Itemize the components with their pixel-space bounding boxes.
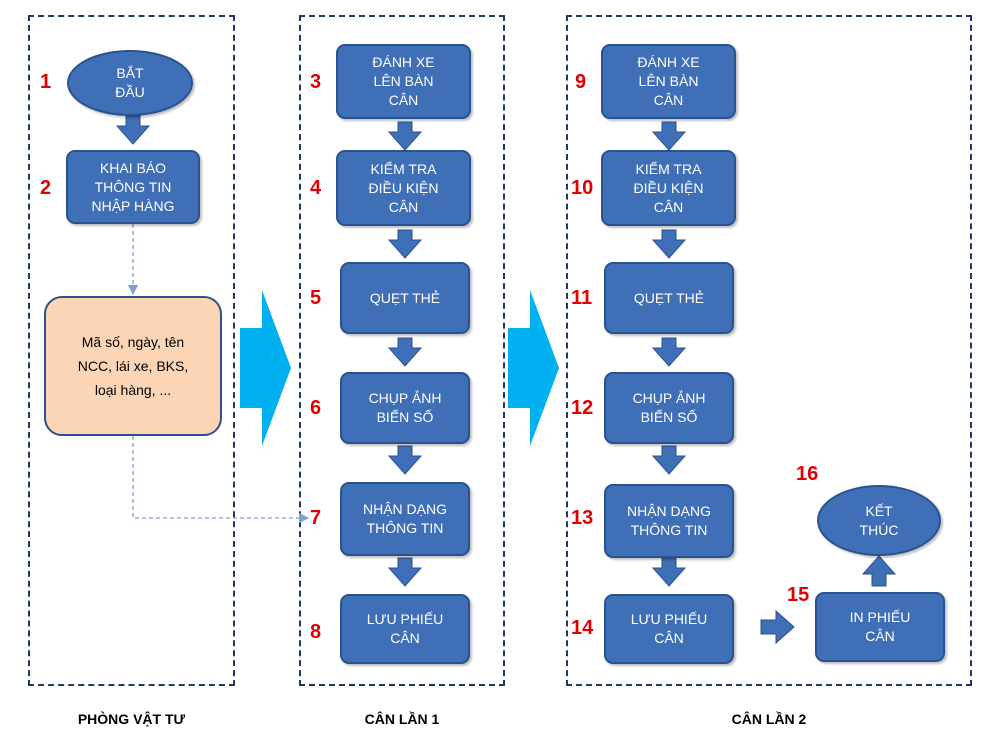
step-number-10: 10 <box>571 177 594 199</box>
import-info-note: Mã số, ngày, tên NCC, lái xe, BKS, loại … <box>44 296 222 436</box>
lane-can-lan-1 <box>299 15 505 686</box>
step-number-11: 11 <box>571 287 593 309</box>
big-arrow-lane2-to-lane3 <box>508 290 559 446</box>
step-number-7: 7 <box>310 507 322 529</box>
step-8-save-ticket: LƯU PHIẾU CÂN <box>340 594 470 664</box>
step-number-13: 13 <box>571 507 594 529</box>
step-4-check-conditions: KIỂM TRA ĐIỀU KIỆN CÂN <box>336 150 471 226</box>
right-arrow-14-to-15 <box>760 609 795 645</box>
step-number-1: 1 <box>40 71 52 93</box>
step-12-capture-plate: CHỤP ẢNH BIỂN SỐ <box>604 372 734 444</box>
step-7-recognize-info: NHẬN DẠNG THÔNG TIN <box>340 482 470 556</box>
step-14-save-ticket: LƯU PHIẾU CÂN <box>604 594 734 664</box>
down-arrow-10-to-11 <box>651 229 687 259</box>
step-number-8: 8 <box>310 621 322 643</box>
big-arrow-lane1-to-lane2 <box>240 290 291 446</box>
start-node: BẮT ĐẦU <box>67 50 193 116</box>
down-arrow-6-to-7 <box>387 445 423 475</box>
step-9-drive-onto-scale: ĐÁNH XE LÊN BÀN CÂN <box>601 44 736 119</box>
down-arrow-start-to-declare <box>115 115 151 145</box>
step-number-4: 4 <box>310 177 322 199</box>
step-11-swipe-card: QUẸT THẺ <box>604 262 734 334</box>
down-arrow-9-to-10 <box>651 121 687 151</box>
step-number-5: 5 <box>310 287 322 309</box>
step-number-14: 14 <box>571 617 594 639</box>
down-arrow-3-to-4 <box>387 121 423 151</box>
down-arrow-7-to-8 <box>387 557 423 587</box>
step-number-15: 15 <box>787 584 810 606</box>
step-3-drive-onto-scale: ĐÁNH XE LÊN BÀN CÂN <box>336 44 471 119</box>
lane-label-phong-vat-tu: PHÒNG VẬT TƯ <box>77 711 186 727</box>
step-5-swipe-card: QUẸT THẺ <box>340 262 470 334</box>
down-arrow-11-to-12 <box>651 337 687 367</box>
up-arrow-15-to-16 <box>861 555 897 587</box>
down-arrow-12-to-13 <box>651 445 687 475</box>
down-arrow-13-to-14 <box>651 557 687 587</box>
step-number-3: 3 <box>310 71 322 93</box>
lane-label-can-lan-2: CÂN LẦN 2 <box>731 711 807 727</box>
dashed-connector-note-to-step-7 <box>132 436 310 524</box>
step-number-6: 6 <box>310 397 322 419</box>
down-arrow-4-to-5 <box>387 229 423 259</box>
end-node: KẾT THÚC <box>817 485 941 556</box>
declare-import-info-step: KHAI BÁO THÔNG TIN NHẬP HÀNG <box>66 150 200 224</box>
step-number-9: 9 <box>575 71 587 93</box>
step-number-16: 16 <box>796 463 819 485</box>
step-number-2: 2 <box>40 177 52 199</box>
down-arrow-5-to-6 <box>387 337 423 367</box>
lane-can-lan-2 <box>566 15 972 686</box>
step-13-recognize-info: NHẬN DẠNG THÔNG TIN <box>604 484 734 558</box>
step-15-print-ticket: IN PHIẾU CÂN <box>815 592 945 662</box>
step-number-12: 12 <box>571 397 594 419</box>
step-6-capture-plate: CHỤP ẢNH BIỂN SỐ <box>340 372 470 444</box>
step-10-check-conditions: KIỂM TRA ĐIỀU KIỆN CÂN <box>601 150 736 226</box>
lane-phong-vat-tu <box>28 15 235 686</box>
lane-label-can-lan-1: CÂN LẦN 1 <box>364 711 440 727</box>
